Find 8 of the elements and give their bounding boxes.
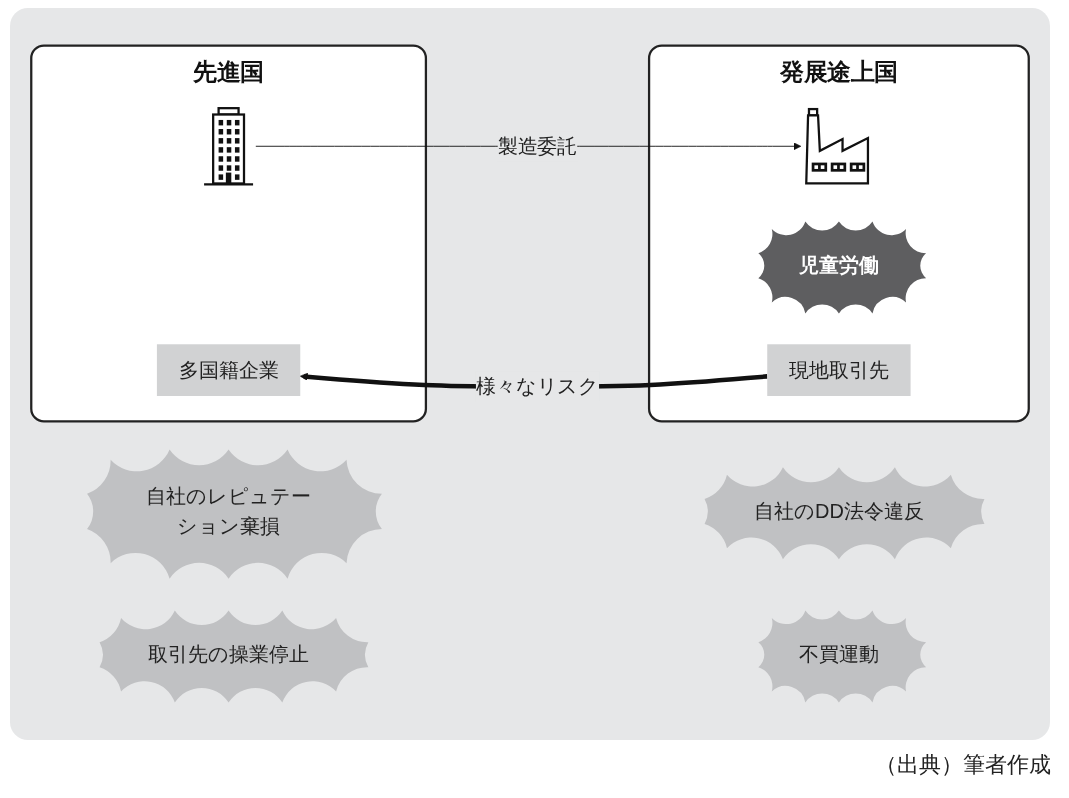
node-picture — [201, 105, 256, 188]
source-caption: （出典）筆者作成 — [875, 751, 1051, 779]
edge-label: 様々なリスク — [475, 375, 600, 399]
edge-label: 製造委託 — [497, 134, 578, 158]
cluster — [647, 44, 1030, 423]
node-box — [767, 344, 911, 396]
cluster — [30, 44, 428, 423]
node-box — [156, 344, 301, 396]
